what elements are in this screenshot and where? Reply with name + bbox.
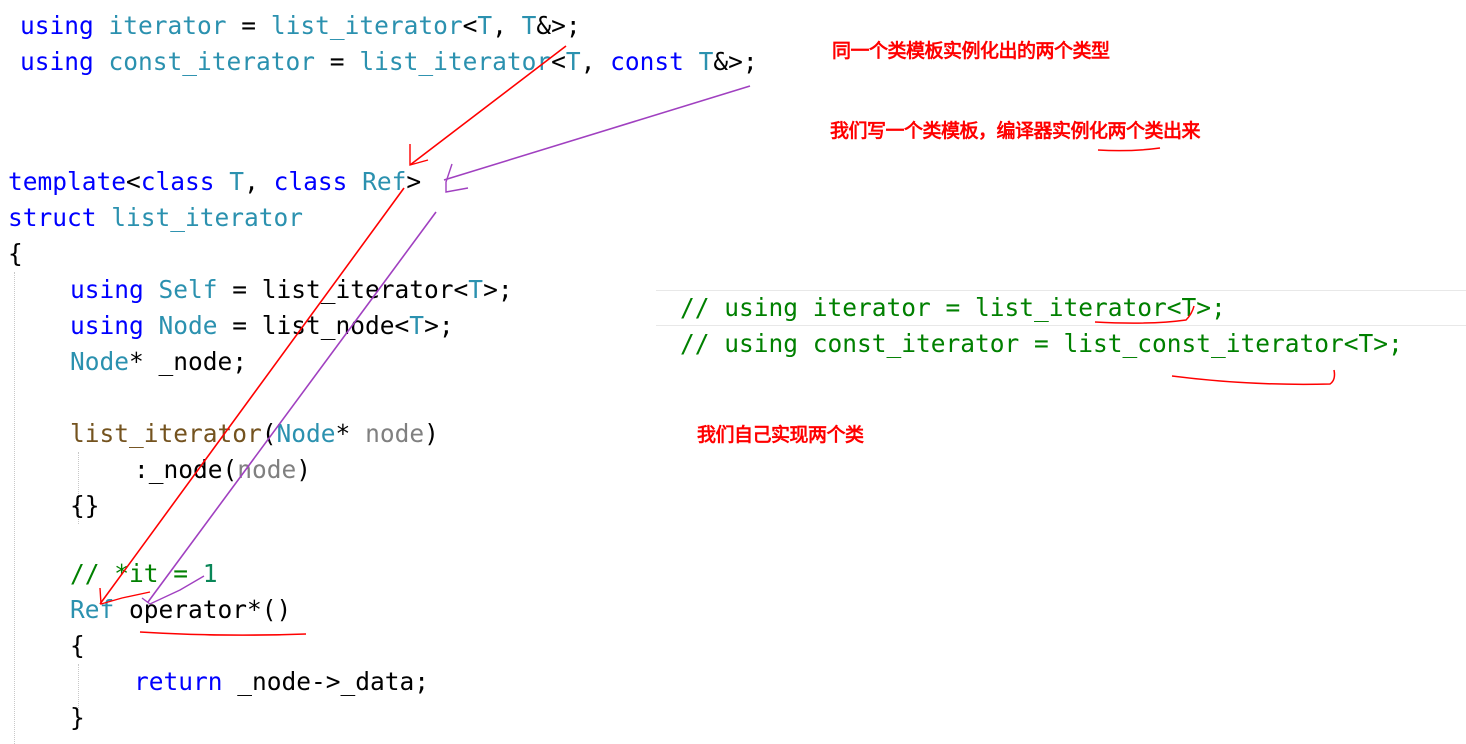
code-line-return: return _node->_data; — [134, 667, 430, 696]
indent-guide — [14, 272, 15, 744]
purple-arrowhead — [445, 163, 469, 193]
code-line-comment: // *it = 1 — [70, 559, 218, 588]
annotation-two-types: 同一个类模板实例化出的两个类型 — [832, 40, 1110, 62]
code-line-struct: struct list_iterator — [8, 203, 304, 232]
underline-const-iterator — [1171, 369, 1336, 386]
code-line-template: template<class T, class Ref> — [8, 167, 422, 196]
red-arrow-return-type — [99, 187, 405, 605]
separator-line — [656, 325, 1466, 326]
purple-arrow-return-type — [147, 211, 437, 603]
code-line-initializer: :_node(node) — [134, 455, 312, 484]
underline-instantiate — [1097, 147, 1161, 152]
comment-using-iterator: // using iterator = list_iterator<T>; — [680, 293, 1226, 322]
code-line-operator-open: { — [70, 631, 85, 660]
code-line-using-node: using Node = list_node<T>; — [70, 311, 454, 340]
separator-line — [656, 290, 1466, 291]
annotation-two-classes: 我们自己实现两个类 — [697, 424, 864, 446]
code-line-constructor: list_iterator(Node* node) — [70, 419, 439, 448]
code-line-using-const-iterator: using const_iterator = list_iterator<T, … — [20, 47, 758, 76]
purple-arrow-ref — [443, 85, 751, 181]
code-line-using-self: using Self = list_iterator<T>; — [70, 275, 513, 304]
code-line-open-brace: { — [8, 239, 23, 268]
code-line-operator-close: } — [70, 703, 85, 732]
code-line-empty-body: {} — [70, 491, 100, 520]
comment-using-const-iterator: // using const_iterator = list_const_ite… — [680, 329, 1403, 358]
code-line-using-iterator: using iterator = list_iterator<T, T&>; — [20, 11, 581, 40]
indent-guide — [78, 664, 79, 710]
indent-guide — [78, 452, 79, 524]
red-arrowhead — [409, 144, 429, 166]
code-line-node-member: Node* _node; — [70, 347, 248, 376]
code-line-operator-star: Ref operator*() — [70, 595, 292, 624]
underline-operator — [139, 631, 307, 636]
annotation-one-template: 我们写一个类模板，编译器实例化两个类出来 — [830, 120, 1201, 142]
